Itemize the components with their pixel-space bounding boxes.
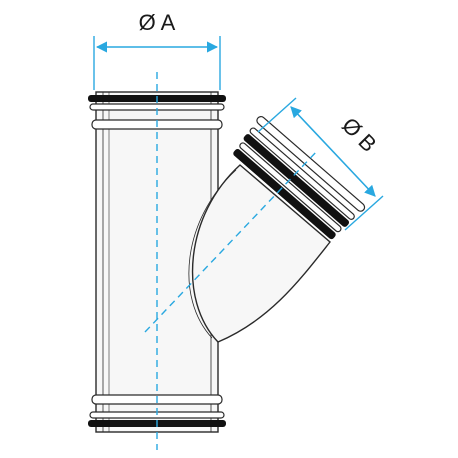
branch-pipe-body [191, 164, 331, 343]
top-gasket-ring [88, 95, 226, 130]
branch-axis-centerline [144, 149, 319, 333]
dimension-b-extension-bottom [344, 195, 384, 231]
dimension-b-label: Ø B [337, 112, 381, 156]
dimension-b-arrow-line [290, 106, 376, 197]
dimension-b-extension-top [257, 97, 297, 133]
dimension-a-label: Ø A [139, 10, 176, 35]
branch-gasket-dark-band-outer [233, 148, 336, 240]
branch-pipe-shade-line [188, 169, 237, 339]
dimension-a: Ø A [93, 10, 221, 90]
